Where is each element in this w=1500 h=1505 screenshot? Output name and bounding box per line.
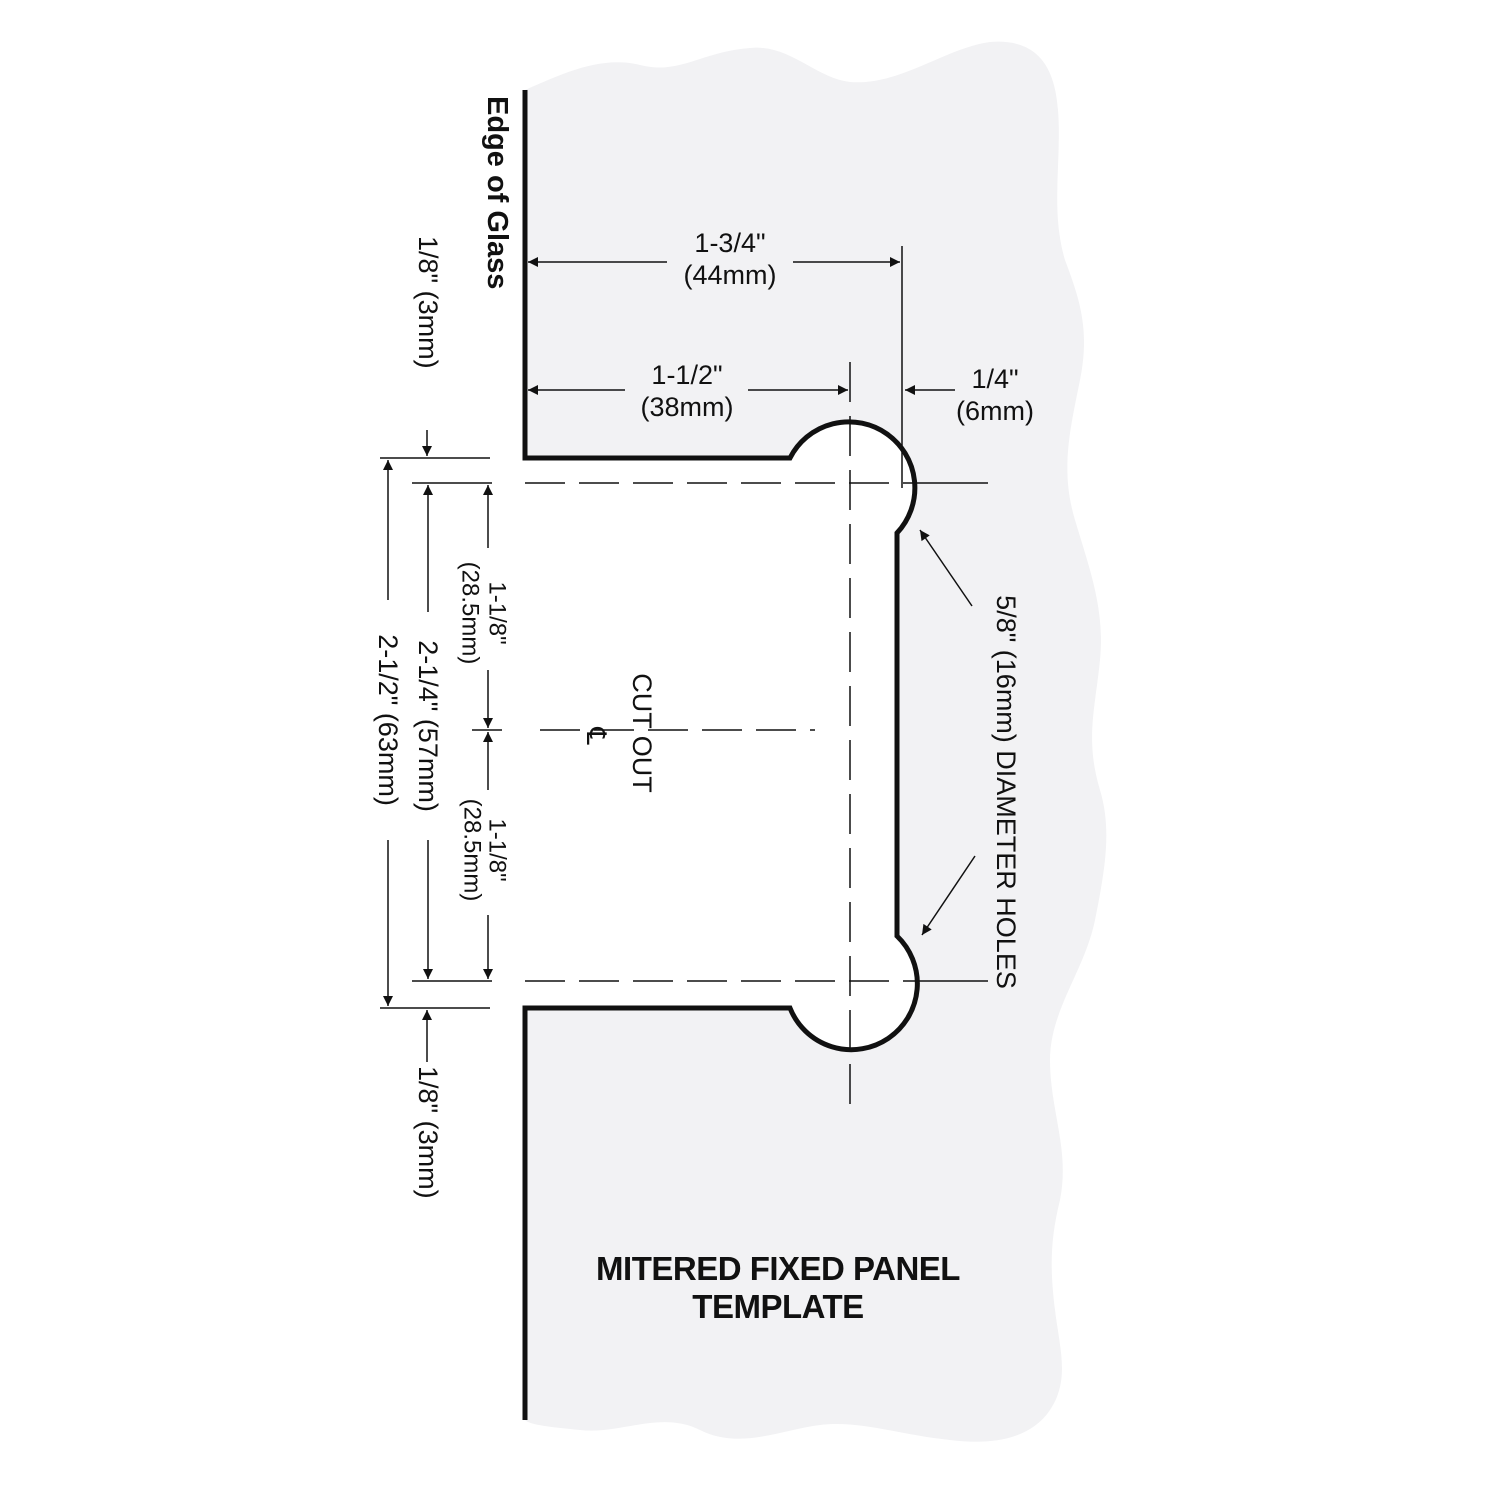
- cutout-area: [525, 421, 918, 1050]
- dim-hole-center-in: 1-1/2": [651, 360, 722, 390]
- dim-overall-width-mm: (44mm): [684, 260, 777, 290]
- dim-cutout-height-label: 2-1/2" (63mm): [373, 634, 403, 806]
- dim-overall-width-in: 1-3/4": [694, 228, 765, 258]
- dim-top-gap: 1/8" (3mm): [413, 236, 443, 369]
- edge-of-glass-label: Edge of Glass: [481, 96, 513, 289]
- title-line-2: TEMPLATE: [692, 1288, 863, 1325]
- cutout-label: CUT OUT: [627, 673, 657, 793]
- extension-lines: [380, 457, 502, 1009]
- dim-lower-half-in: 1-1/8": [484, 818, 511, 881]
- dim-upper-half-in: 1-1/8": [484, 581, 511, 644]
- title-line-1: MITERED FIXED PANEL: [596, 1250, 960, 1287]
- centerline-symbol: ℄: [581, 726, 611, 745]
- dim-hole-span-label: 2-1/4" (57mm): [413, 640, 443, 812]
- hole-leaders: [919, 529, 976, 936]
- hole-diameter-label: 5/8" (16mm) DIAMETER HOLES: [991, 595, 1021, 989]
- dim-hole-offset-in: 1/4": [971, 364, 1018, 394]
- dim-bottom-gap: 1/8" (3mm): [413, 1066, 443, 1199]
- dim-hole-center-mm: (38mm): [641, 392, 734, 422]
- glass-edge-line: [522, 90, 920, 1420]
- dashed-guides: [525, 362, 935, 1105]
- dim-hole-offset-mm: (6mm): [956, 396, 1034, 426]
- dim-lower-half-mm: (28.5mm): [459, 799, 486, 902]
- dim-upper-half-mm: (28.5mm): [457, 562, 484, 665]
